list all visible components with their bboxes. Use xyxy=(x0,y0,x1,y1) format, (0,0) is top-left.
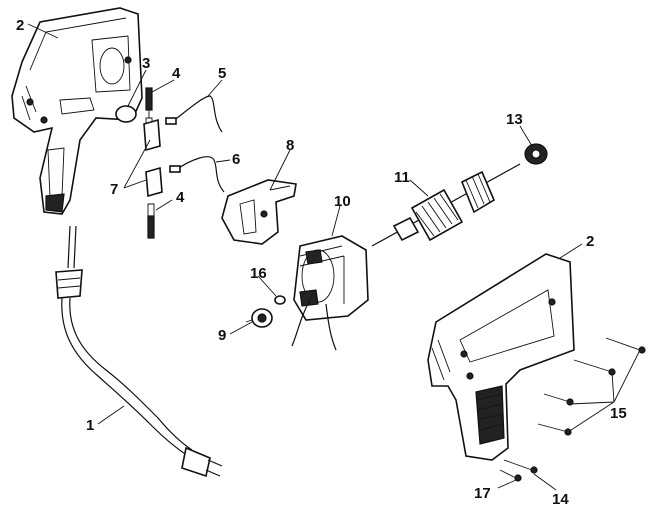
callout-5: 5 xyxy=(218,65,226,82)
callout-4-lower: 4 xyxy=(176,189,185,206)
callout-10: 10 xyxy=(334,193,351,210)
brush-holder-lower xyxy=(145,166,163,198)
leader-lines xyxy=(27,23,583,491)
wire-5 xyxy=(165,95,223,133)
armature xyxy=(371,163,521,247)
callout-7: 7 xyxy=(110,181,118,198)
power-cord xyxy=(55,225,223,478)
callout-15: 15 xyxy=(610,405,627,422)
washer xyxy=(274,295,286,305)
housing-screws xyxy=(499,337,646,482)
callout-2-left: 2 xyxy=(16,17,24,34)
callout-13: 13 xyxy=(506,111,523,128)
wire-6 xyxy=(169,156,225,193)
callout-3: 3 xyxy=(142,55,150,72)
housing-half-left xyxy=(11,7,143,215)
callout-16: 16 xyxy=(250,265,267,282)
field-stator xyxy=(291,235,369,351)
part-3-disc xyxy=(115,105,137,123)
callout-11: 11 xyxy=(394,169,410,186)
callout-6: 6 xyxy=(232,151,240,168)
housing-half-right xyxy=(427,253,575,461)
callout-17: 17 xyxy=(474,485,491,502)
callout-9: 9 xyxy=(218,327,226,344)
brush-lower xyxy=(147,203,155,239)
callout-8: 8 xyxy=(286,137,294,154)
callout-4-upper: 4 xyxy=(172,65,181,82)
callout-2-right: 2 xyxy=(586,233,594,250)
bearing xyxy=(524,143,548,165)
callout-labels: 2 3 4 5 6 7 4 8 10 11 13 16 9 1 2 15 17 … xyxy=(16,17,627,508)
switch xyxy=(221,179,297,245)
callout-1: 1 xyxy=(86,417,94,434)
callout-14: 14 xyxy=(552,491,569,508)
brush-holder-upper xyxy=(143,118,161,152)
rear-bearing xyxy=(245,308,273,328)
